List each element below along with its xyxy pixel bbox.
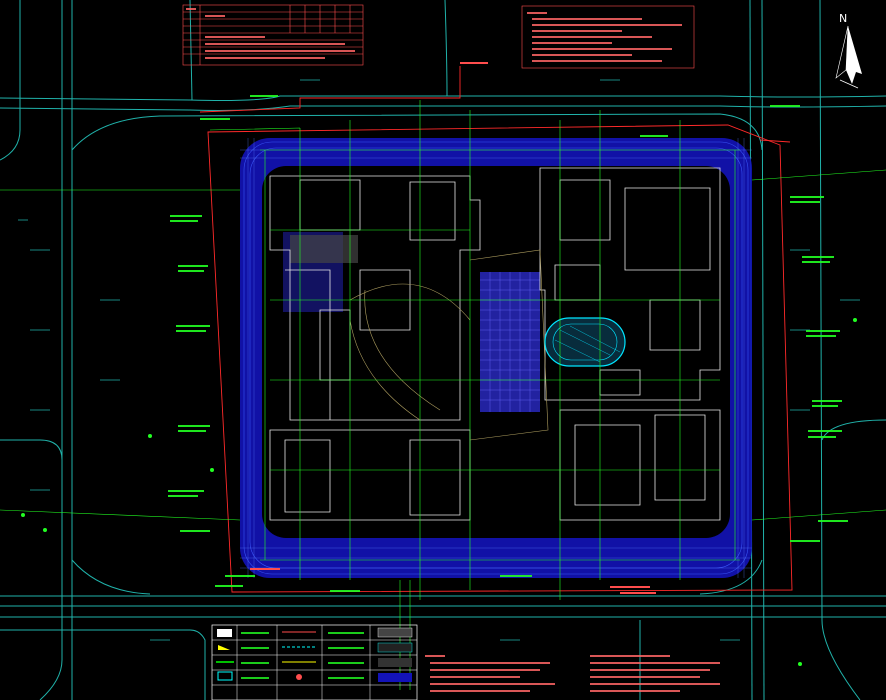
plaza-lines — [349, 249, 549, 441]
legend-table — [211, 624, 418, 700]
road-ticks — [18, 79, 860, 641]
utility-lines — [0, 100, 886, 690]
general-notes — [521, 5, 695, 69]
cylindrical-atrium — [544, 317, 626, 367]
annotations — [21, 62, 857, 666]
north-arrow-icon: N — [835, 12, 862, 89]
revision-table — [182, 4, 364, 66]
site-boundary — [199, 66, 793, 593]
general-notes-text — [527, 12, 682, 62]
legend-symbol-icon — [216, 627, 413, 682]
north-label: N — [839, 12, 847, 25]
podium-zone — [240, 138, 752, 578]
revision-table-text — [186, 8, 355, 59]
bottom-notes — [425, 655, 720, 692]
